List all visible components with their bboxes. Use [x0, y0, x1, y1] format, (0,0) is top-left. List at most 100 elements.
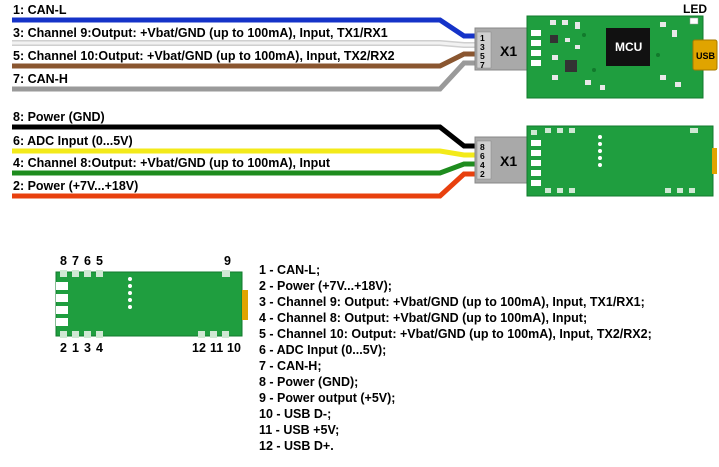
board-view-usb-edge: [242, 290, 248, 320]
bottom-board-pad: [569, 128, 575, 133]
board-view-outline: [55, 271, 243, 337]
bottom-board-pad: [531, 150, 541, 156]
bottom-board-pad: [557, 128, 563, 133]
top-board-component: [585, 80, 591, 85]
top-pin-7: 7: [480, 60, 485, 70]
board-num-10: 10: [227, 341, 241, 355]
bottom-pin-8: 8: [480, 142, 485, 152]
wire-power-plus: [12, 171, 484, 199]
wire-label-channel-9: 3: Channel 9:Output: +Vbat/GND (up to 10…: [13, 26, 388, 40]
pin-legend-item: 10 - USB D-;: [259, 407, 332, 421]
pin-legend-item: 8 - Power (GND);: [259, 375, 359, 389]
top-board-pad: [531, 30, 541, 36]
bottom-board-dot: [598, 163, 602, 167]
bottom-board-pad: [690, 128, 698, 133]
top-board-component: [575, 22, 580, 29]
wire-label-can-l: 1: CAN-L: [13, 3, 67, 17]
wire-label-channel-8: 4: Channel 8:Output: +Vbat/GND (up to 10…: [13, 156, 331, 170]
board-num-2: 2: [60, 341, 67, 355]
board-view-dot: [128, 291, 132, 295]
top-board-pad: [531, 40, 541, 46]
wire-channel-8: [12, 161, 484, 176]
board-view-pad: [210, 331, 217, 338]
top-board-component: [550, 20, 556, 25]
board-num-9: 9: [224, 254, 231, 268]
wire-power-gnd: [12, 124, 484, 149]
board-num-3: 3: [84, 341, 91, 355]
pin-legend-item: 11 - USB +5V;: [259, 423, 340, 437]
bottom-board-pad: [531, 140, 541, 146]
wire-label-adc-input: 6: ADC Input (0...5V): [13, 134, 133, 148]
bottom-connector-label: X1: [500, 153, 517, 169]
bottom-board-pad: [531, 160, 541, 166]
top-board-component: [672, 30, 677, 37]
bottom-board-pad: [677, 188, 683, 193]
bottom-board-dot: [598, 149, 602, 153]
board-view-pad: [96, 270, 103, 277]
bottom-board-pad: [665, 188, 671, 193]
bottom-board-pad: [689, 188, 695, 193]
bottom-board-dot: [598, 142, 602, 146]
board-num-8: 8: [60, 254, 67, 268]
top-board-component: [562, 20, 568, 25]
pin-legend-item: 4 - Channel 8: Output: +Vbat/GND (up to …: [259, 311, 588, 325]
wire-can-h: [12, 60, 484, 92]
board-view-pad: [72, 331, 79, 338]
wire-label-channel-10: 5: Channel 10:Output: +Vbat/GND (up to 1…: [13, 49, 395, 63]
board-view-pad: [222, 331, 229, 338]
bottom-pin-4: 4: [480, 160, 485, 170]
top-board-component: [565, 38, 570, 42]
wire-can-l: [12, 17, 484, 39]
bottom-board-pad: [531, 180, 541, 186]
board-view-edge-pad: [56, 282, 68, 290]
top-board-component: [600, 85, 605, 90]
pin-legend-item: 9 - Power output (+5V);: [259, 391, 396, 405]
board-view-pad: [84, 331, 91, 338]
mcu-label: MCU: [615, 40, 642, 54]
board-view-pad: [72, 270, 79, 277]
board-view-pad: [84, 270, 91, 277]
pin-legend-item: 7 - CAN-H;: [259, 359, 322, 373]
top-board-via: [582, 33, 586, 37]
top-board-component: [552, 75, 558, 80]
board-view-pad: [60, 331, 67, 338]
top-connector-label: X1: [500, 43, 517, 59]
wire-adc-input: [12, 148, 484, 158]
board-view-edge-pad: [56, 318, 68, 326]
board-num-1: 1: [72, 341, 79, 355]
wire-label-power-gnd: 8: Power (GND): [13, 110, 105, 124]
bottom-board-dot: [598, 156, 602, 160]
bottom-board-pad: [545, 188, 551, 193]
board-view-dot: [128, 284, 132, 288]
bottom-board-pad: [545, 128, 551, 133]
pin-legend-item: 2 - Power (+7V...+18V);: [259, 279, 392, 293]
board-view-pad: [96, 331, 103, 338]
pin-legend-item: 1 - CAN-L;: [259, 263, 321, 277]
board-num-7: 7: [72, 254, 79, 268]
pin-legend-item: 6 - ADC Input (0...5V);: [259, 343, 387, 357]
top-board-component: [550, 35, 558, 43]
board-pin-view: 8 7 6 5 9 2 1 3 4 12 11 10: [55, 254, 248, 355]
bottom-pin-6: 6: [480, 151, 485, 161]
wire-channel-9-core: [12, 41, 484, 47]
board-num-5: 5: [96, 254, 103, 268]
bottom-board-pad: [531, 170, 541, 176]
usb-label: USB: [696, 51, 716, 61]
top-board-via: [592, 68, 596, 72]
bottom-pin-2: 2: [480, 169, 485, 179]
top-board-pad: [531, 50, 541, 56]
board-view-dot: [128, 277, 132, 281]
board-num-12: 12: [192, 341, 206, 355]
board-view-pad: [198, 331, 205, 338]
usb-connector: [692, 39, 718, 71]
pin-legend-item: 12 - USB D+.: [259, 439, 334, 453]
bottom-board: [526, 125, 714, 197]
bottom-board-dot: [598, 135, 602, 139]
top-pin-1: 1: [480, 33, 485, 43]
board-num-11: 11: [210, 341, 223, 355]
board-view-pad: [222, 270, 230, 277]
board-view-edge-pad: [56, 294, 68, 302]
bottom-board-usb-edge: [712, 148, 717, 174]
top-board-component: [660, 75, 666, 80]
